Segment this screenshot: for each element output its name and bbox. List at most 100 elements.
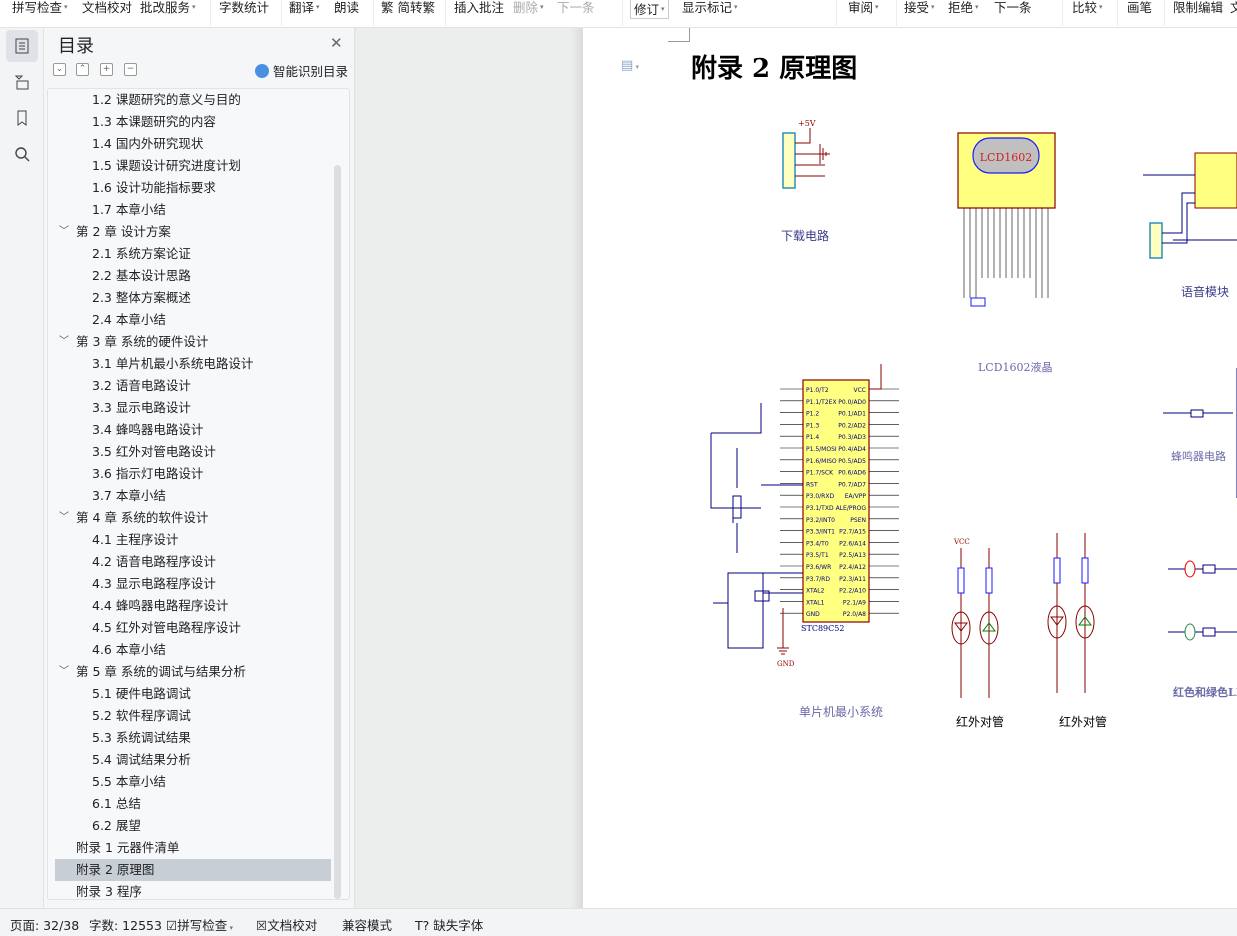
toc-item[interactable]: ﹀第 2 章 设计方案: [55, 221, 331, 243]
close-icon[interactable]: ✕: [330, 34, 343, 52]
toc-item[interactable]: ﹀第 4 章 系统的软件设计: [55, 507, 331, 529]
toc-item[interactable]: 附录 1 元器件清单: [55, 837, 331, 859]
toc-item[interactable]: 3.7 本章小结: [55, 485, 331, 507]
toolbar-button-1[interactable]: 文档校对: [82, 0, 132, 16]
toolbar-button-12[interactable]: 审阅▾: [848, 0, 879, 16]
toc-item[interactable]: ﹀第 5 章 系统的调试与结果分析: [55, 661, 331, 683]
toc-item-label: 1.7 本章小结: [92, 202, 166, 217]
chevron-down-icon[interactable]: ﹀: [59, 226, 69, 237]
toolbar-button-14[interactable]: 拒绝▾: [948, 0, 979, 16]
search-button[interactable]: [6, 138, 38, 170]
chevron-down-icon[interactable]: ﹀: [59, 336, 69, 347]
toc-item[interactable]: 5.2 软件程序调试: [55, 705, 331, 727]
toc-item[interactable]: 1.4 国内外研究现状: [55, 133, 331, 155]
toc-item-label: 5.1 硬件电路调试: [92, 686, 191, 701]
toolbar-button-19[interactable]: 文: [1230, 0, 1237, 16]
toc-item-label: 2.4 本章小结: [92, 312, 166, 327]
toc-item[interactable]: 4.6 本章小结: [55, 639, 331, 661]
toc-item[interactable]: 附录 2 原理图: [55, 859, 331, 881]
bookmark-icon: [17, 110, 27, 126]
toc-scrollbar[interactable]: [334, 165, 341, 899]
navigation-button[interactable]: [6, 66, 38, 98]
toc-item[interactable]: 5.5 本章小结: [55, 771, 331, 793]
toc-item[interactable]: 1.2 课题研究的意义与目的: [55, 89, 331, 111]
remove-level-button[interactable]: −: [124, 63, 137, 76]
spell-check-status[interactable]: ☑拼写检查 ▾: [166, 918, 233, 933]
toc-item[interactable]: 5.3 系统调试结果: [55, 727, 331, 749]
add-level-button[interactable]: +: [100, 63, 113, 76]
toc-item[interactable]: 2.2 基本设计思路: [55, 265, 331, 287]
toc-panel-button[interactable]: [6, 30, 38, 62]
toc-item[interactable]: ﹀第 3 章 系统的硬件设计: [55, 331, 331, 353]
page-indicator[interactable]: 页面: 32/38: [10, 918, 80, 933]
toc-item[interactable]: 3.5 红外对管电路设计: [55, 441, 331, 463]
toc-item[interactable]: 2.1 系统方案论证: [55, 243, 331, 265]
word-count[interactable]: 字数: 12553: [89, 918, 162, 933]
toc-item-label: 3.5 红外对管电路设计: [92, 444, 216, 459]
toolbar-separator: [836, 0, 837, 26]
toc-item[interactable]: 3.3 显示电路设计: [55, 397, 331, 419]
smart-toc-button[interactable]: 智能识别目录: [255, 61, 348, 80]
toc-item[interactable]: 5.4 调试结果分析: [55, 749, 331, 771]
toolbar-button-11[interactable]: 显示标记▾: [682, 0, 738, 16]
toc-item[interactable]: 5.1 硬件电路调试: [55, 683, 331, 705]
mcu-circuit: P1.0/T2P1.1/T2EXP1.2P1.3P1.4P1.5/MOSIP1.…: [710, 364, 899, 719]
toc-item[interactable]: 4.5 红外对管电路程序设计: [55, 617, 331, 639]
toc-item[interactable]: 1.6 设计功能指标要求: [55, 177, 331, 199]
caret-down-icon: ▾: [316, 3, 320, 11]
toolbar-button-2[interactable]: 批改服务▾: [140, 0, 196, 16]
toolbar-button-13[interactable]: 接受▾: [904, 0, 935, 16]
toc-item[interactable]: 1.3 本课题研究的内容: [55, 111, 331, 133]
toolbar-button-17[interactable]: 画笔: [1127, 0, 1152, 16]
toc-item[interactable]: 4.3 显示电路程序设计: [55, 573, 331, 595]
paragraph-menu-icon[interactable]: ▤ ▾: [621, 58, 640, 73]
toolbar-button-15[interactable]: 下一条: [994, 0, 1032, 16]
caret-down-icon: ▾: [875, 3, 879, 11]
toolbar-button-5[interactable]: 朗读: [334, 0, 359, 16]
collapse-all-button[interactable]: ⌄: [53, 63, 66, 76]
toolbar-button-4[interactable]: 翻译▾: [289, 0, 320, 16]
toc-item[interactable]: 附录 3 程序: [55, 881, 331, 899]
toc-item[interactable]: 1.5 课题设计研究进度计划: [55, 155, 331, 177]
expand-up-button[interactable]: ⌃: [76, 63, 89, 76]
proofread-status[interactable]: ☒文档校对: [256, 915, 317, 934]
toolbar-button-18[interactable]: 限制编辑: [1173, 0, 1223, 16]
toc-item[interactable]: 4.2 语音电路程序设计: [55, 551, 331, 573]
toc-item[interactable]: 2.4 本章小结: [55, 309, 331, 331]
toc-item[interactable]: 3.2 语音电路设计: [55, 375, 331, 397]
ir-caption-1: 红外对管: [956, 714, 1004, 729]
toc-item[interactable]: 2.3 整体方案概述: [55, 287, 331, 309]
chevron-down-icon[interactable]: ﹀: [59, 666, 69, 677]
bookmark-button[interactable]: [6, 102, 38, 134]
toolbar-button-9[interactable]: 下一条: [557, 0, 595, 16]
chevron-down-icon[interactable]: ﹀: [59, 512, 69, 523]
toolbar-button-label: 接受: [904, 0, 930, 15]
toc-item[interactable]: 6.1 总结: [55, 793, 331, 815]
toolbar-button-6[interactable]: 繁 简转繁: [381, 0, 435, 16]
toc-item[interactable]: 4.1 主程序设计: [55, 529, 331, 551]
toolbar-button-7[interactable]: 插入批注: [454, 0, 504, 16]
toolbar-separator: [1062, 0, 1063, 26]
toolbar-button-8[interactable]: 删除▾: [513, 0, 544, 16]
toc-item[interactable]: 4.4 蜂鸣器电路程序设计: [55, 595, 331, 617]
mcu-pin-label: P2.3/A11: [839, 576, 866, 583]
missing-font-status[interactable]: T? 缺失字体: [415, 915, 483, 934]
toc-item-label: 附录 2 原理图: [76, 862, 155, 877]
outline-icon: [14, 75, 29, 90]
toc-item[interactable]: 3.4 蜂鸣器电路设计: [55, 419, 331, 441]
buzzer-caption: 蜂鸣器电路: [1171, 449, 1226, 463]
toolbar-button-3[interactable]: 字数统计: [219, 0, 269, 16]
toc-item[interactable]: 1.7 本章小结: [55, 199, 331, 221]
toc-item[interactable]: 6.2 展望: [55, 815, 331, 837]
toolbar-button-10[interactable]: 修订▾: [630, 0, 669, 19]
toolbar-button-label: 繁 简转繁: [381, 0, 435, 15]
toc-item[interactable]: 3.1 单片机最小系统电路设计: [55, 353, 331, 375]
voice-caption: 语音模块: [1181, 284, 1229, 299]
toolbar-button-0[interactable]: 拼写检查▾: [12, 0, 68, 16]
toolbar-button-label: 翻译: [289, 0, 315, 15]
toc-item[interactable]: 3.6 指示灯电路设计: [55, 463, 331, 485]
toc-item-label: 2.3 整体方案概述: [92, 290, 191, 305]
caret-down-icon: ▾: [64, 3, 68, 11]
mcu-pin-label: GND: [806, 611, 820, 618]
toolbar-button-16[interactable]: 比较▾: [1072, 0, 1103, 16]
